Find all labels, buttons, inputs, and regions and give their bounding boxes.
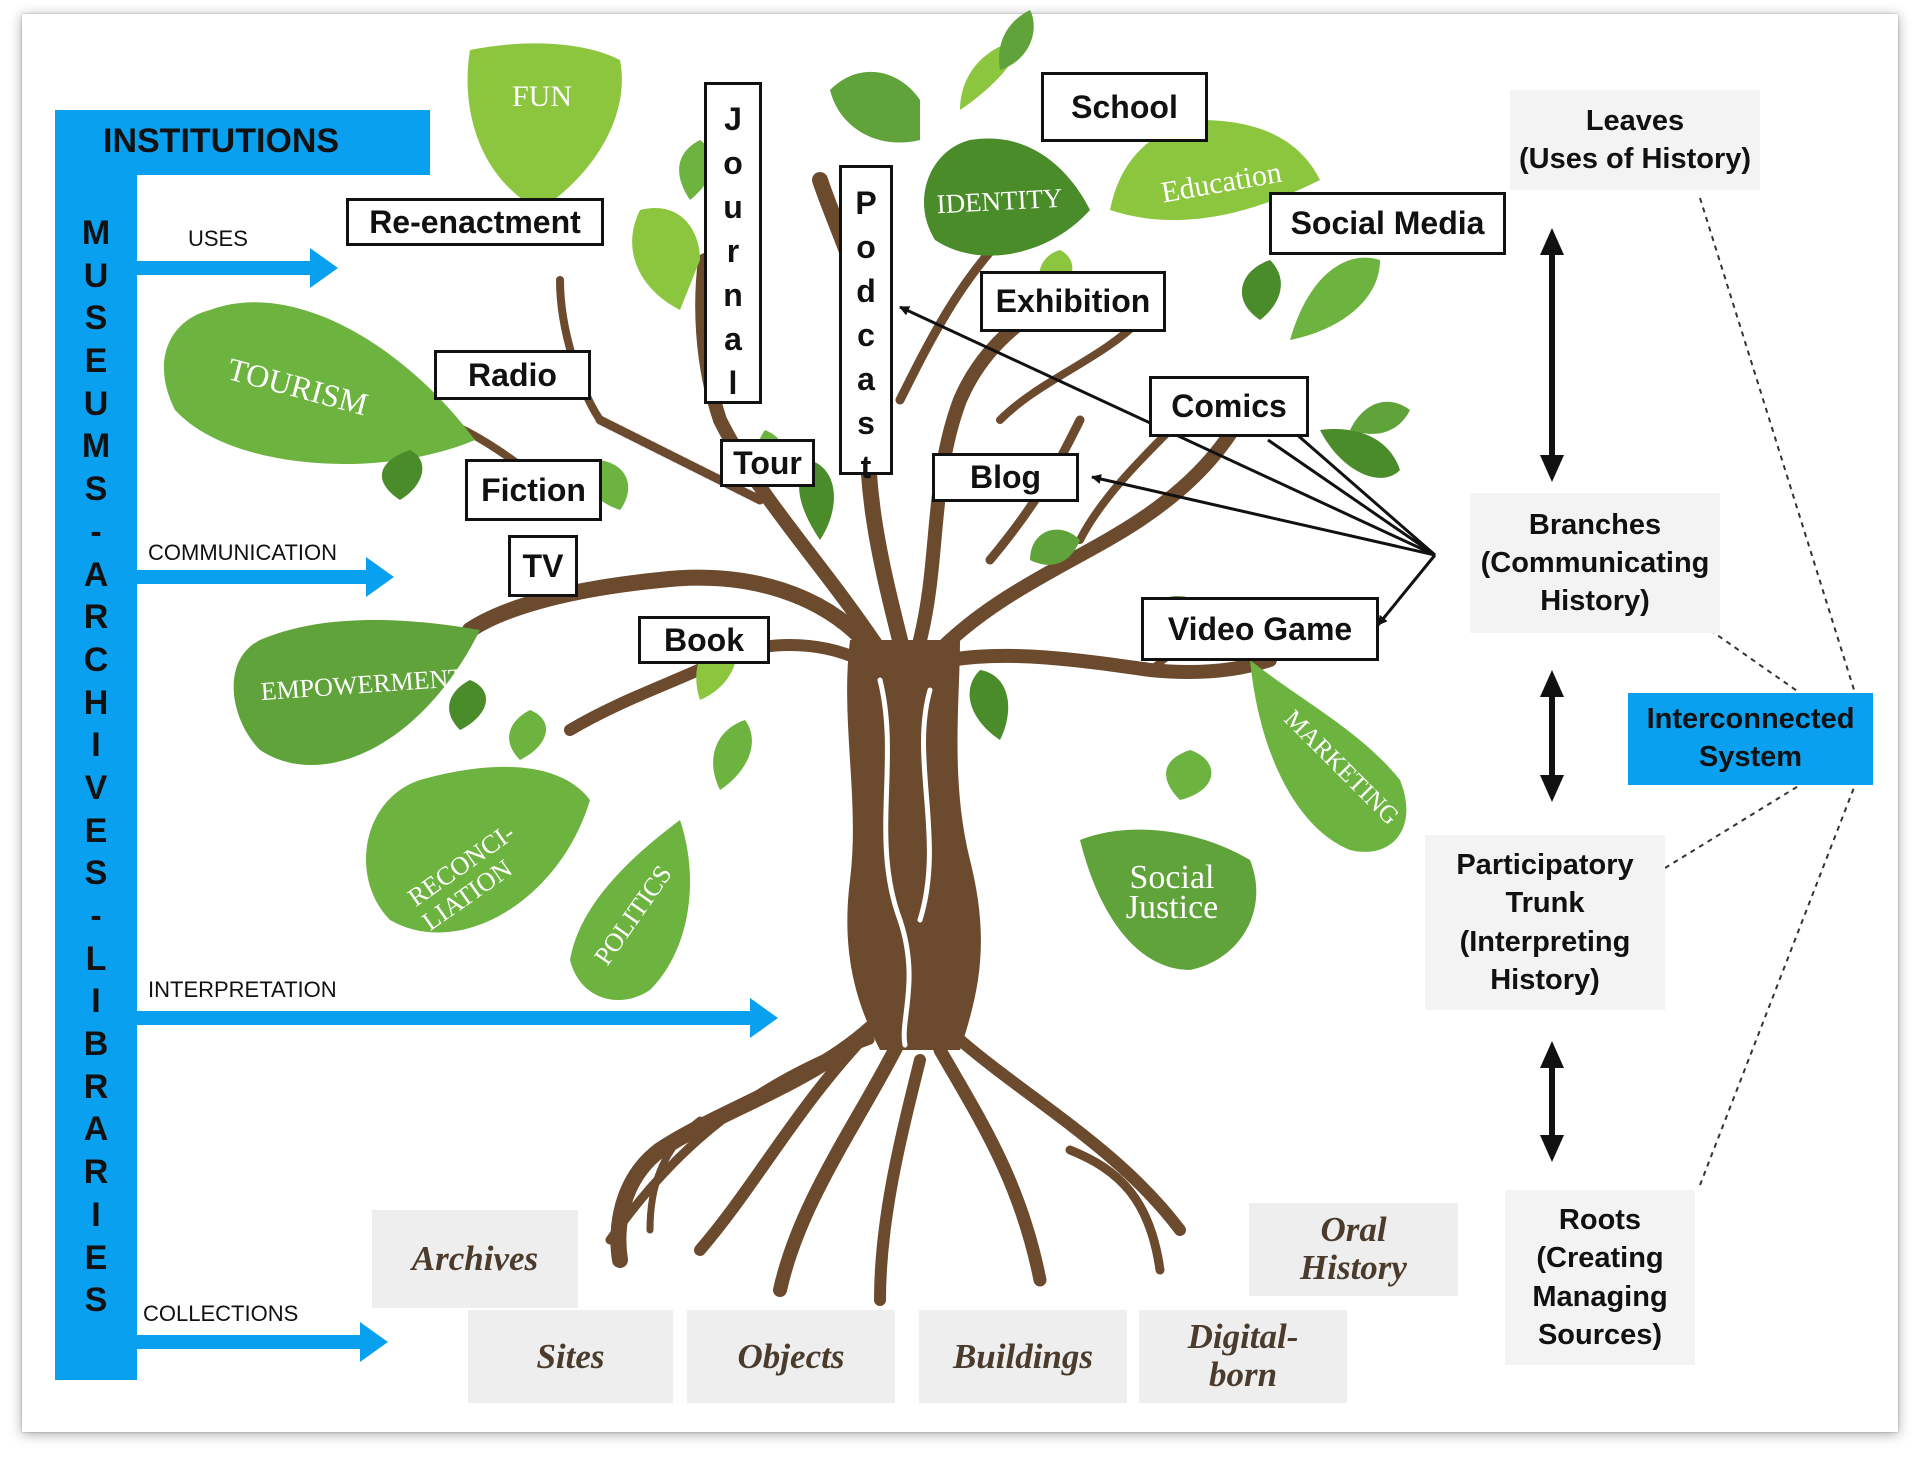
sidebar-vertical-letter: I xyxy=(91,1195,101,1234)
journal-letter: J xyxy=(724,101,742,137)
digital-born-line1: Digital- xyxy=(1187,1317,1299,1356)
sidebar-vertical-letter: C xyxy=(83,640,109,679)
podcast-letter: o xyxy=(856,229,876,265)
sidebar-vertical-letter: A xyxy=(83,1110,109,1149)
radio-box: Radio xyxy=(434,350,591,400)
reenactment-box: Re-enactment xyxy=(346,198,604,246)
leaf-label-social-justice-1: Social xyxy=(1130,859,1215,896)
interconnected-dotted-lines xyxy=(1664,197,1856,1186)
trunk-legend: Participatory Trunk (Interpreting Histor… xyxy=(1425,835,1665,1010)
exhibition-box: Exhibition xyxy=(980,271,1166,332)
fiction-box: Fiction xyxy=(465,459,602,521)
podcast-letter: t xyxy=(860,449,872,485)
sidebar-vertical-letter: S xyxy=(84,470,108,509)
leaf-reconciliation xyxy=(366,766,590,933)
buildings-box: Buildings xyxy=(919,1310,1127,1403)
uses-label: USES xyxy=(188,226,248,251)
podcast-letter: P xyxy=(855,185,877,221)
sidebar-vertical-letter: M xyxy=(81,427,111,466)
sidebar-vertical-letter: L xyxy=(85,939,107,978)
tour-box: Tour xyxy=(720,439,815,487)
leaf-label-identity: IDENTITY xyxy=(936,183,1063,220)
oral-history-line2: History xyxy=(1300,1248,1407,1287)
collections-label: COLLECTIONS xyxy=(143,1301,299,1326)
sidebar-vertical-letter: E xyxy=(84,811,108,850)
sidebar-vertical-letter: R xyxy=(83,1067,109,1106)
leaf-marketing xyxy=(1250,660,1407,852)
digital-born-box: Digital- born xyxy=(1139,1310,1347,1403)
sidebar-vertical-letter: - xyxy=(90,512,102,551)
sidebar-vertical-letter: I xyxy=(91,726,101,765)
sidebar-vertical-letter: H xyxy=(83,683,109,722)
sidebar-vertical-letter: I xyxy=(91,982,101,1021)
leaf-tourism xyxy=(163,302,475,464)
journal-letter: u xyxy=(723,189,743,225)
leaf-identity xyxy=(923,138,1090,256)
sidebar-vertical-letter: E xyxy=(84,1238,108,1277)
social-media-box: Social Media xyxy=(1269,192,1506,255)
tv-box: TV xyxy=(508,535,578,597)
journal-letter: l xyxy=(728,365,738,401)
podcast-letter: a xyxy=(857,361,875,397)
leaf-fun xyxy=(467,43,622,210)
sidebar-vertical-letter: U xyxy=(83,384,109,423)
sidebar-vertical-letter: S xyxy=(84,854,108,893)
trunk-highlights xyxy=(877,677,933,1048)
tree-roots xyxy=(605,1012,1186,1306)
objects-box: Objects xyxy=(687,1310,895,1403)
comics-box: Comics xyxy=(1149,376,1309,437)
roots-legend: Roots (Creating Managing Sources) xyxy=(1505,1190,1695,1365)
legend-double-arrows xyxy=(1540,228,1564,1162)
digital-born-line2: born xyxy=(1208,1355,1278,1394)
oral-history-box: Oral History xyxy=(1249,1203,1458,1296)
oral-history-line1: Oral xyxy=(1320,1210,1387,1249)
sidebar-vertical-letter: U xyxy=(83,256,109,295)
archives-box: Archives xyxy=(372,1210,578,1308)
video-game-box: Video Game xyxy=(1141,597,1379,661)
interconnected-system-box: Interconnected System xyxy=(1628,693,1873,785)
communication-label: COMMUNICATION xyxy=(148,540,338,565)
sidebar-vertical-letter: M xyxy=(81,214,111,252)
sidebar-vertical-letter: S xyxy=(84,1281,108,1320)
institutions-title: INSTITUTIONS xyxy=(103,122,340,160)
sidebar-vertical-letter: B xyxy=(83,1025,109,1064)
leaf-label-social-justice-2: Justice xyxy=(1126,889,1219,926)
blog-box: Blog xyxy=(932,453,1079,502)
journal-letter: o xyxy=(723,145,743,181)
school-box: School xyxy=(1041,72,1208,142)
journal-letter: n xyxy=(723,277,743,313)
sidebar-vertical-letter: R xyxy=(83,598,109,637)
sidebar-vertical-letter: V xyxy=(84,768,108,807)
leaf-education xyxy=(1110,120,1320,220)
sidebar-vertical-letter: A xyxy=(83,555,109,594)
sidebar-vertical-letter: E xyxy=(84,342,108,381)
leaves-legend: Leaves (Uses of History) xyxy=(1510,90,1760,190)
journal-letter: r xyxy=(726,233,740,269)
leaf-politics xyxy=(570,820,690,1000)
leaf-social-justice xyxy=(1080,829,1257,970)
institutions-header: INSTITUTIONS xyxy=(55,110,430,175)
leaf-label-fun: FUN xyxy=(512,80,572,113)
interpretation-label: INTERPRETATION xyxy=(148,977,337,1002)
sidebar-arrows xyxy=(137,248,778,1362)
leaf-empowerment xyxy=(233,620,480,765)
sidebar-vertical-letter: S xyxy=(84,299,108,338)
institutions-bar xyxy=(55,175,137,1380)
journal-letter: a xyxy=(724,321,742,357)
tree-trunk xyxy=(847,640,981,1050)
book-box: Book xyxy=(638,616,770,664)
branches-legend: Branches (Communicating History) xyxy=(1470,493,1720,633)
podcast-letter: c xyxy=(857,317,875,353)
sidebar-vertical-letter: R xyxy=(83,1153,109,1192)
sidebar-vertical-letter: - xyxy=(90,897,102,935)
podcast-letter: d xyxy=(856,273,876,309)
sites-box: Sites xyxy=(468,1310,673,1403)
podcast-letter: s xyxy=(857,405,875,441)
